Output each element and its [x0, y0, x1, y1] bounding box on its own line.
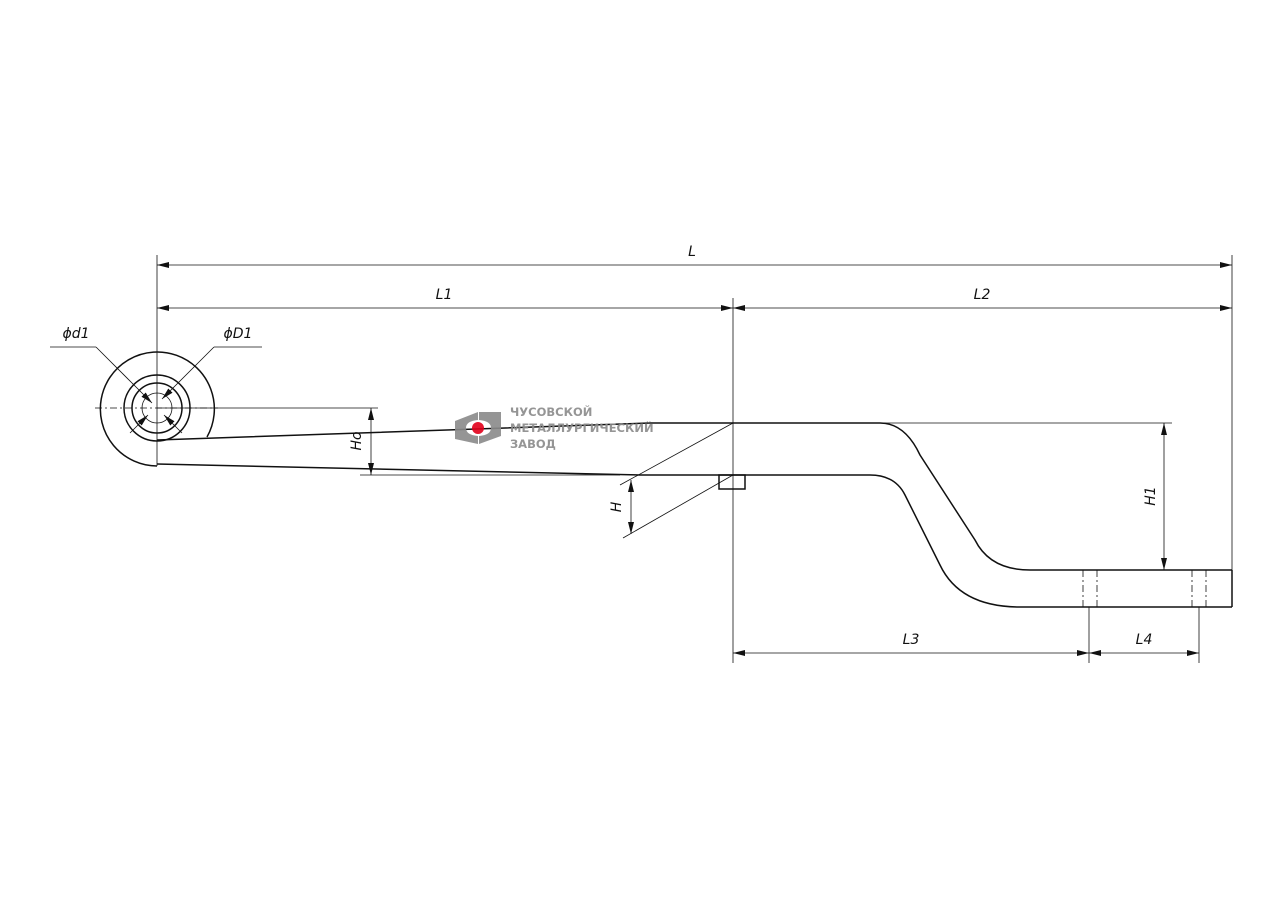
logo-line-1: ЧУСОВСКОЙ — [510, 404, 592, 419]
label-h: H — [609, 501, 625, 512]
spring-leaf — [99, 351, 1233, 608]
center-pin — [718, 474, 746, 490]
leaf-lower-edge — [156, 463, 1232, 608]
label-l3: L3 — [903, 632, 920, 648]
dimension-lines — [50, 262, 1232, 656]
company-logo: ЧУСОВСКОЙ МЕТАЛЛУРГИЧЕСКИЙ ЗАВОД — [455, 404, 654, 451]
logo-line-2: МЕТАЛЛУРГИЧЕСКИЙ — [510, 420, 654, 435]
spring-eye — [99, 351, 216, 467]
extension-lines — [156, 255, 1233, 663]
label-ho: Ho — [349, 431, 365, 450]
label-l: L — [688, 244, 696, 260]
label-h1: H1 — [1143, 486, 1159, 505]
logo-emblem-right — [479, 412, 501, 444]
label-l1: L1 — [436, 287, 453, 303]
label-l2: L2 — [974, 287, 991, 303]
logo-emblem-left — [455, 412, 478, 444]
logo-red-dot — [472, 422, 484, 434]
label-l4: L4 — [1136, 632, 1153, 648]
logo-line-3: ЗАВОД — [510, 437, 556, 451]
label-d1: ϕd1 — [62, 326, 89, 342]
dimension-labels: L L1 L2 L3 L4 Ho H1 H ϕd1 ϕD1 — [62, 244, 1159, 648]
label-D1: ϕD1 — [224, 326, 253, 342]
leaf-upper-edge — [156, 422, 1232, 571]
